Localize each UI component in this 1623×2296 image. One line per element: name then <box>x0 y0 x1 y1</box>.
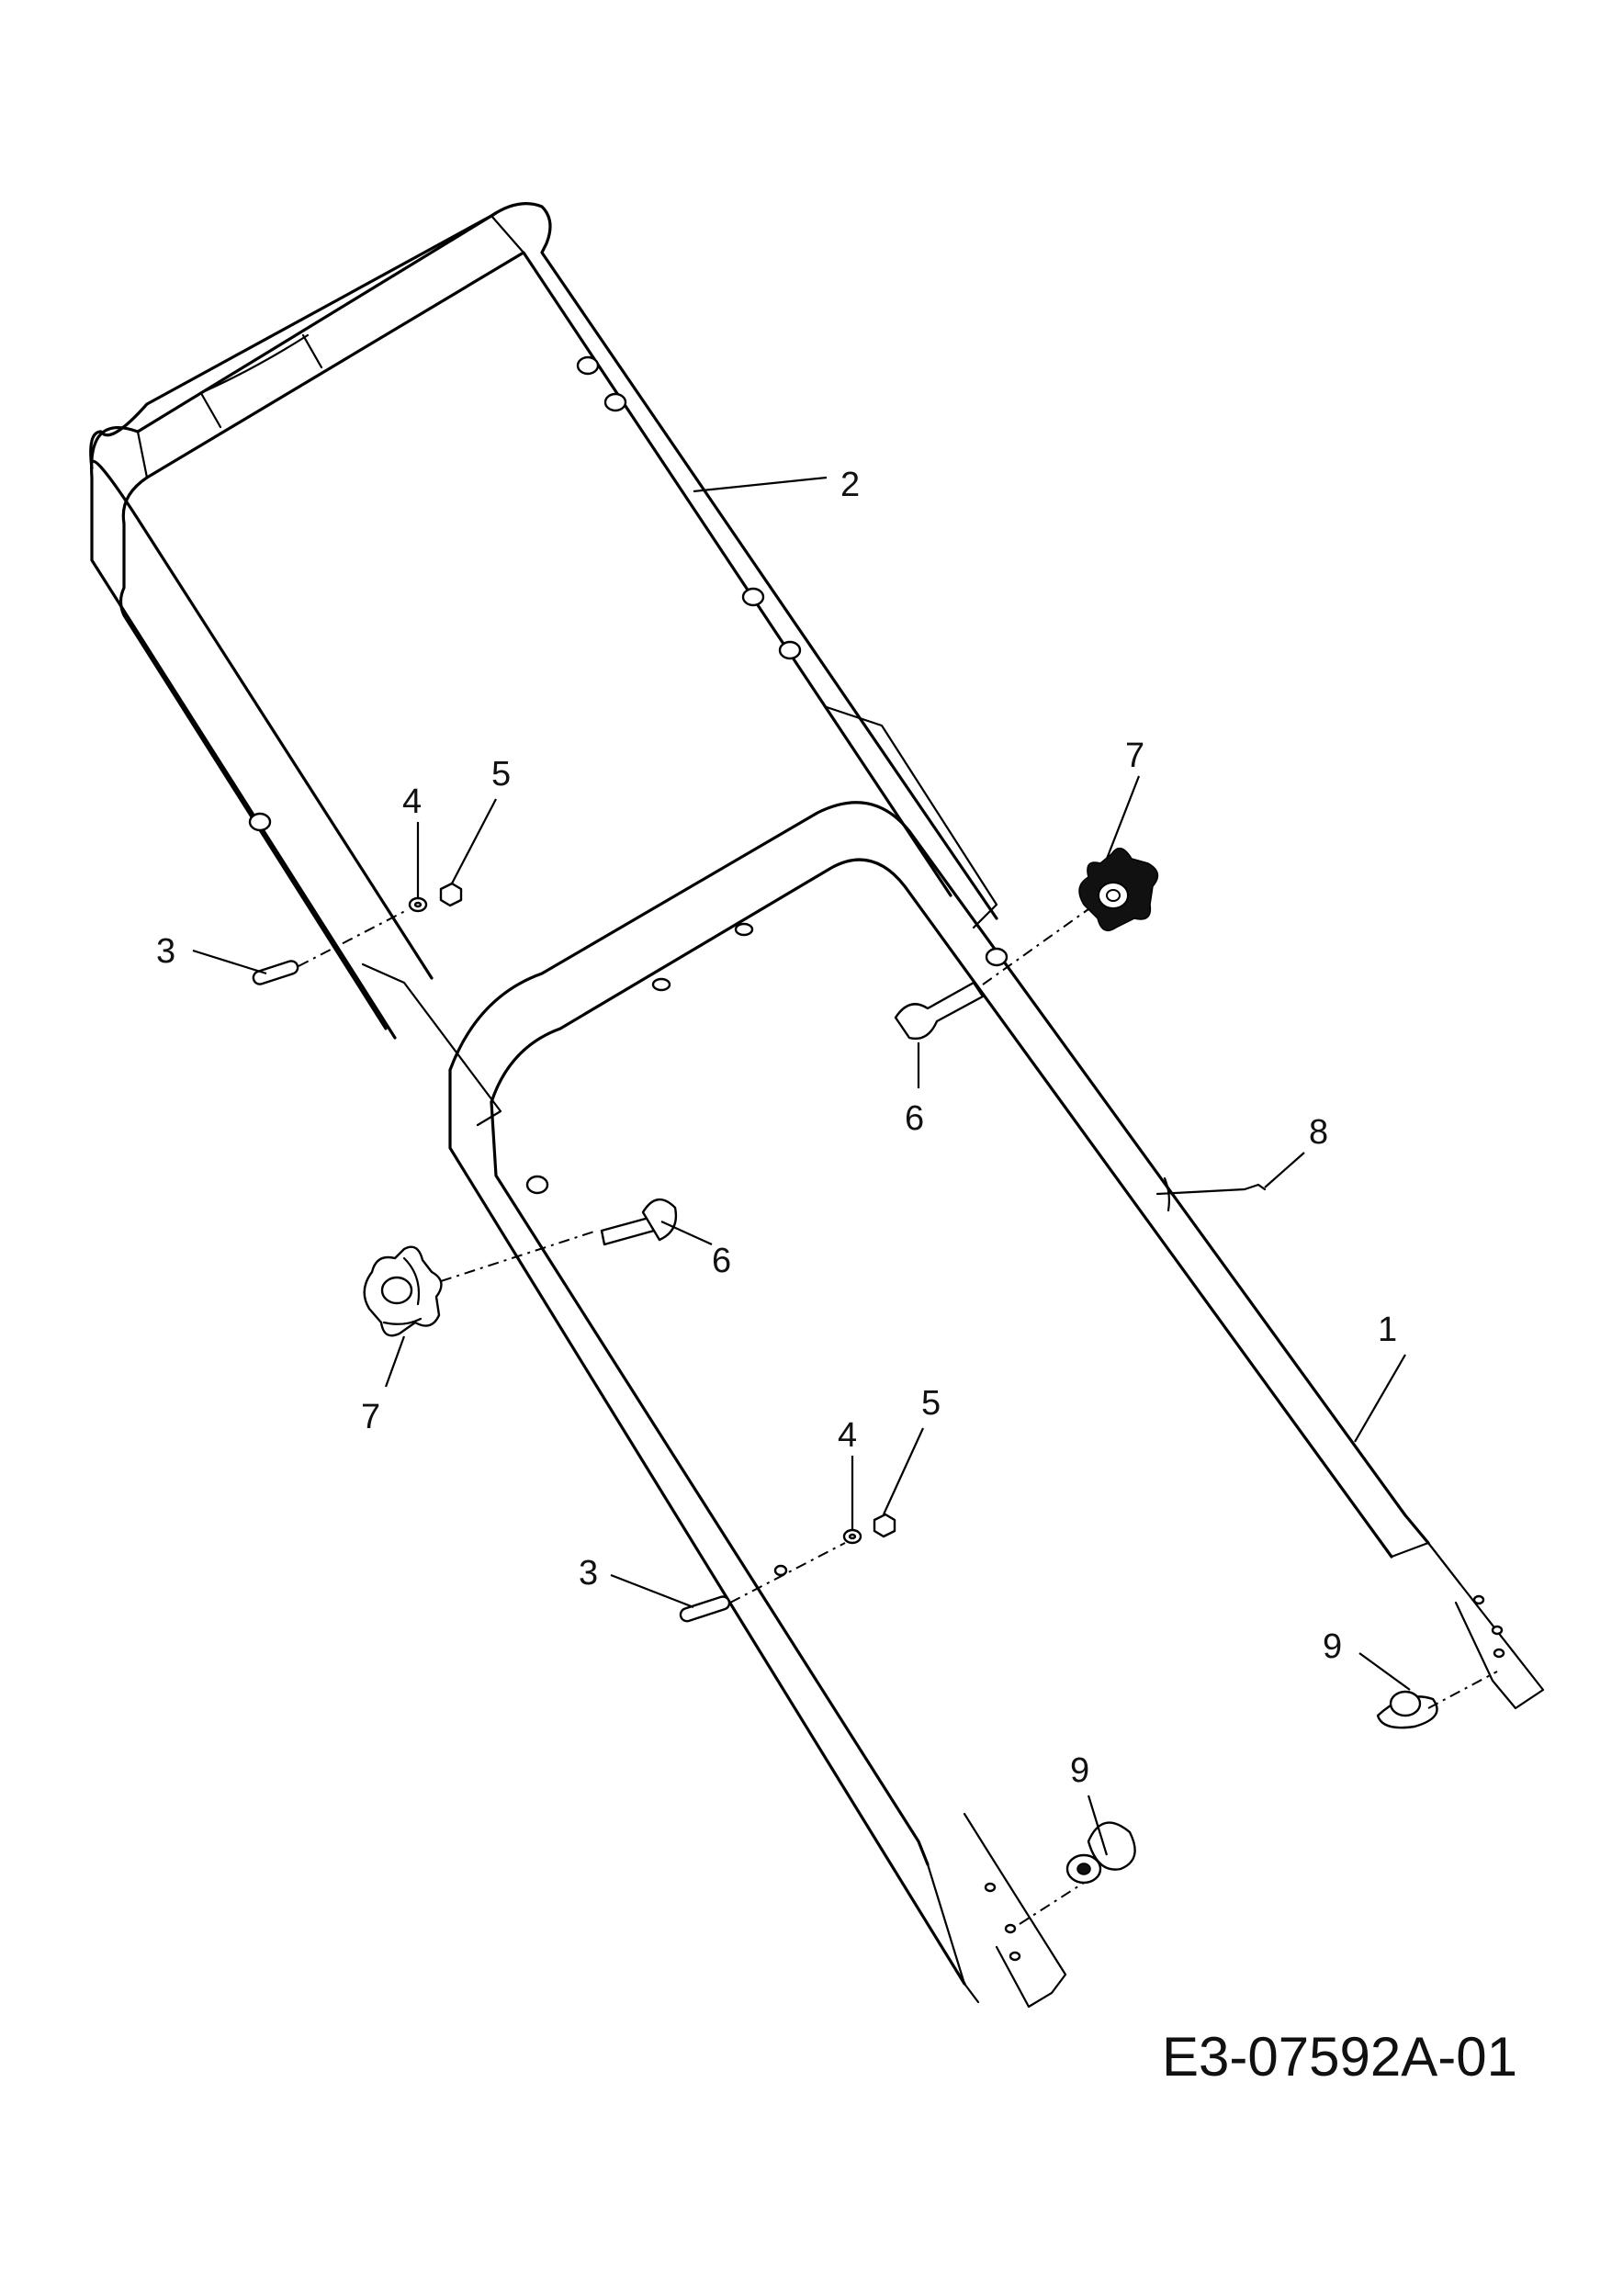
callout-3-lower: 3 <box>579 1554 598 1593</box>
callout-2: 2 <box>840 466 860 504</box>
callout-1: 1 <box>1378 1311 1397 1349</box>
callout-3-upper: 3 <box>156 932 175 971</box>
callout-9-right: 9 <box>1323 1627 1342 1666</box>
bolt-right <box>894 981 985 1041</box>
callout-8: 8 <box>1309 1113 1328 1152</box>
nut-upper <box>439 882 463 907</box>
quick-release-left <box>1065 1821 1136 1885</box>
upper-handle <box>89 202 998 1127</box>
callout-9-left: 9 <box>1070 1751 1089 1790</box>
drawing-code: E3-07592A-01 <box>1162 2026 1517 2088</box>
quick-release-right <box>1376 1690 1438 1729</box>
lower-handle <box>448 801 1545 2009</box>
star-knob-left <box>363 1245 443 1337</box>
assembly-lines <box>298 908 1498 1925</box>
callout-4-lower: 4 <box>838 1416 857 1455</box>
callout-7-right: 7 <box>1125 737 1144 775</box>
callout-labels: 2 1 3 3 4 4 5 5 6 6 7 7 8 9 9 <box>156 466 1397 1790</box>
cable-tie <box>1155 1176 1267 1212</box>
nut-lower <box>873 1513 896 1538</box>
washer-upper <box>408 896 428 913</box>
callout-5-upper: 5 <box>491 755 511 793</box>
callout-6-right: 6 <box>905 1099 924 1138</box>
leader-lines <box>192 476 1411 1856</box>
callout-6-left: 6 <box>712 1242 731 1280</box>
callout-4-upper: 4 <box>402 782 422 821</box>
carriage-bolt-upper <box>252 960 299 985</box>
callout-5-lower: 5 <box>921 1384 941 1423</box>
washer-lower <box>842 1528 862 1545</box>
callout-7-left: 7 <box>361 1398 380 1436</box>
star-knob-right <box>1078 847 1159 932</box>
bolt-left <box>600 1199 678 1246</box>
carriage-bolt-lower <box>679 1595 731 1623</box>
